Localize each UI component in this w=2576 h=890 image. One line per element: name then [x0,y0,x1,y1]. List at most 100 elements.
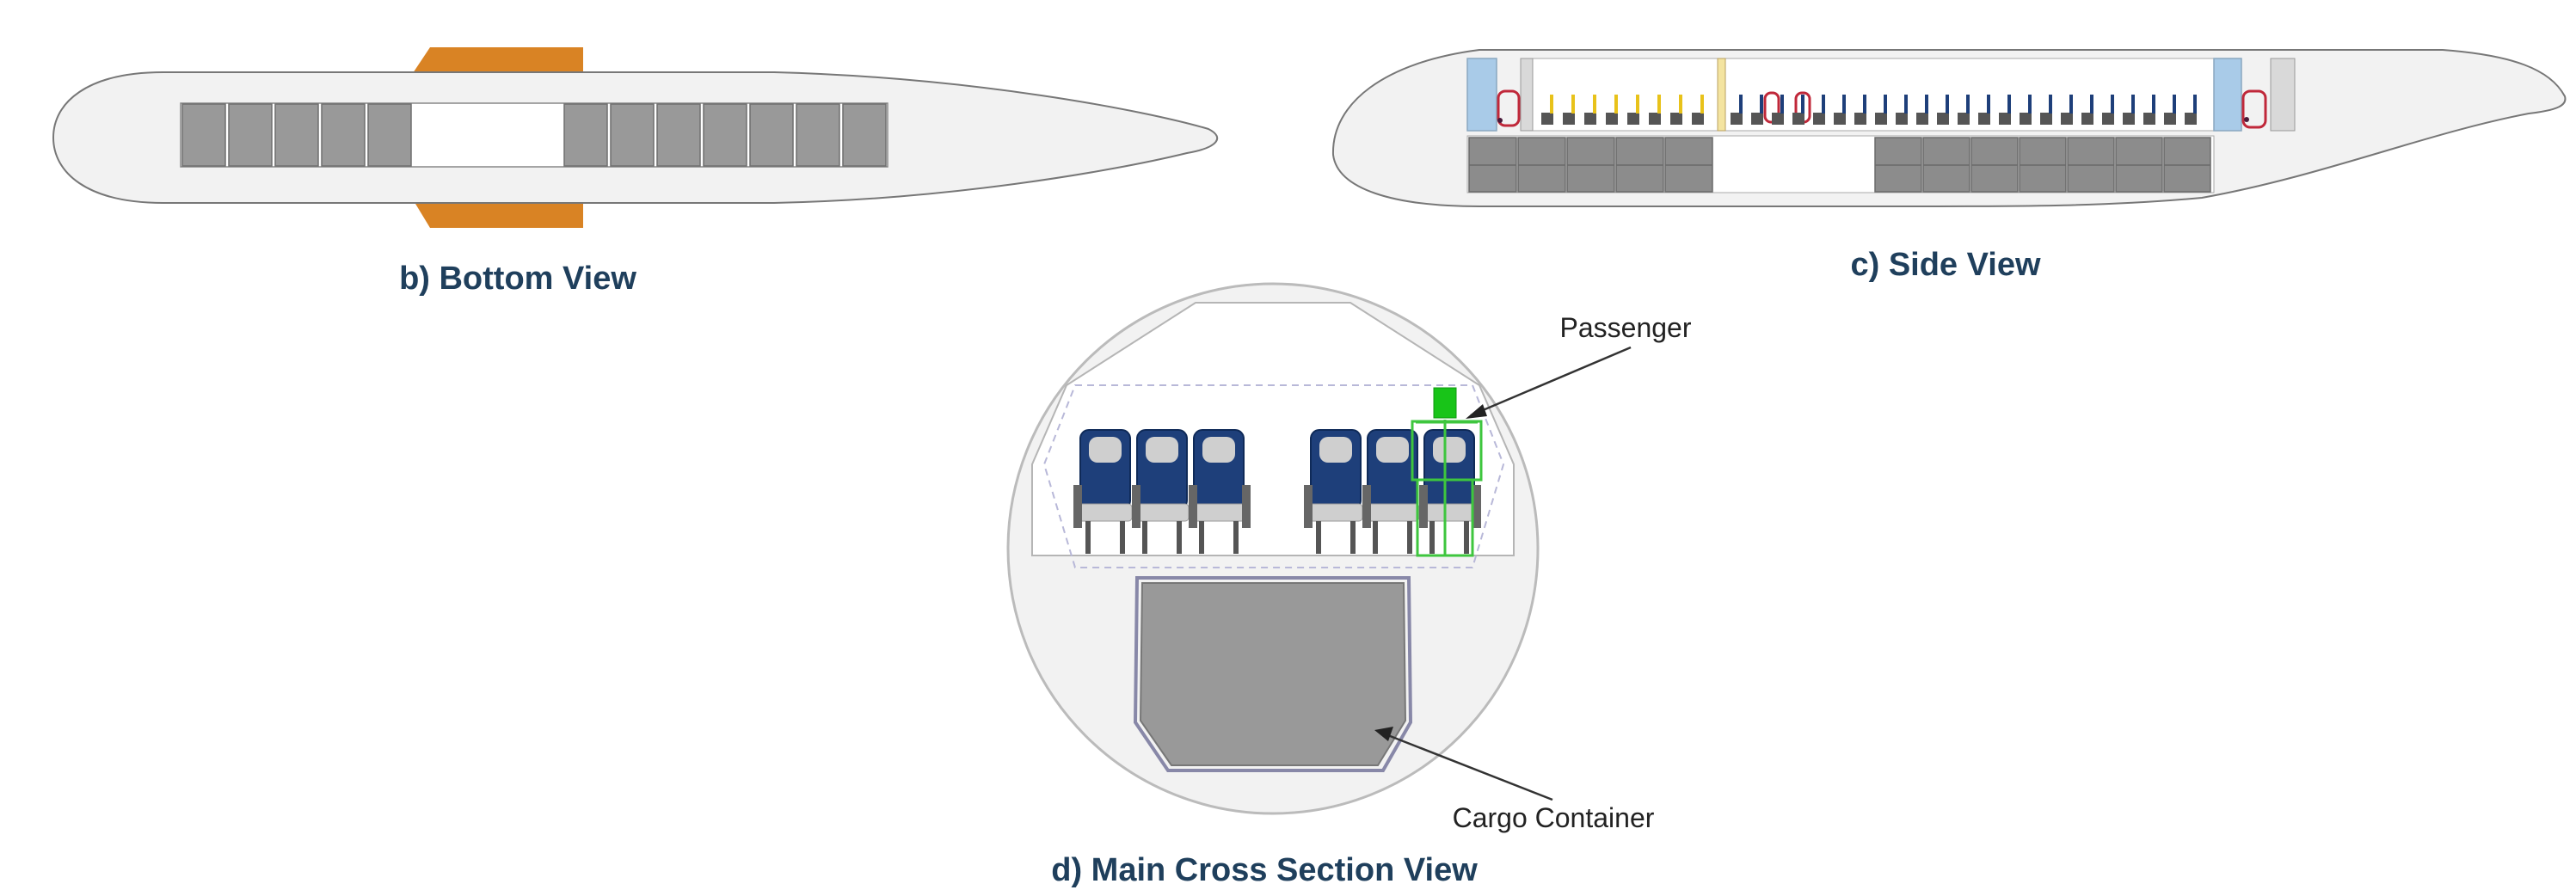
side-seat-back [1571,95,1575,114]
side-seat-back [1904,95,1908,114]
side-seat-group [1541,95,2197,125]
side-seat-cushion [1834,113,1846,125]
cross-seat-armrest [1472,485,1481,528]
cross-seat-leg [1373,521,1378,554]
side-front-galley [1520,58,1534,132]
caption-side-view: c) Side View [1850,247,2041,283]
side-seat-back [1780,95,1784,114]
side-seat-cushion [2185,113,2197,125]
side-rear-lavatory-dot [2244,117,2249,122]
cross-seat-cushion [1134,503,1190,522]
side-seat-back [1614,95,1618,114]
cross-seat-leg [1350,521,1356,554]
side-view: c) Side View [1331,49,2567,283]
caption-cross-section: d) Main Cross Section View [1051,852,1478,888]
side-seat-cushion [1731,113,1743,125]
bottom-wing-upper [413,47,583,73]
cross-seat-cushion [1422,503,1477,522]
side-seat-back [2069,95,2073,114]
cargo-leader-line [1380,731,1553,801]
side-cabin-interior [1527,58,2216,132]
side-seat-back [1966,95,1970,114]
side-rear-door [2213,58,2242,132]
side-seat-cushion [1813,113,1825,125]
side-seat-back [2152,95,2155,114]
side-seat-cushion [1751,113,1763,125]
side-seat-back [1863,95,1866,114]
side-seat-back [1679,95,1682,114]
side-seat-cushion [1606,113,1618,125]
cargo-arrowhead [1374,727,1393,741]
side-seat-cushion [1896,113,1908,125]
cross-seat-leg [1429,521,1435,554]
side-seat-cushion [1999,113,2011,125]
side-seat-cushion [1563,113,1575,125]
cross-seat-headrest [1202,437,1235,463]
cargo-container [1139,582,1407,766]
cross-seat-armrest [1304,485,1313,528]
cross-seat-leg [1120,521,1125,554]
side-seat-cushion [1692,113,1704,125]
cross-section-view: Passenger Cargo Container d) Main Cross … [1006,282,1692,888]
bottom-view: b) Bottom View [52,47,1219,297]
passenger-leader-line [1470,346,1632,417]
bottom-cargo-container [749,103,794,167]
side-seat-back [2193,95,2197,114]
side-seat-cushion [1627,113,1639,125]
cabin-envelope-dashed [1042,384,1505,568]
side-seat-cushion [2102,113,2114,125]
side-seat-back [2131,95,2135,114]
cross-seat-cushion [1365,503,1420,522]
side-rear-lavatory [2241,89,2267,129]
cargo-container-outline [1133,576,1413,772]
passenger-head-marker [1433,387,1457,419]
bottom-cargo-container [274,103,319,167]
cross-seat-armrest [1242,485,1251,528]
cross-seat-leg [1316,521,1321,554]
bottom-cargo-container [181,103,226,167]
side-cargo-group [1468,137,2211,193]
side-seat-cushion [2143,113,2155,125]
side-class-divider [1717,58,1726,132]
cross-seat-leg [1142,521,1147,554]
cross-seat-armrest [1362,485,1371,528]
side-seat-back [1822,95,1825,114]
side-seat-back [2090,95,2093,114]
side-seat-back [1593,95,1596,114]
side-seat-back [2028,95,2032,114]
bottom-cargo-container [321,103,366,167]
cross-seat-leg [1464,521,1469,554]
cross-section-seat-group [1073,429,1481,554]
cross-seat-cushion [1308,503,1363,522]
side-seat-back [1760,95,1763,114]
side-seat-cushion [2164,113,2176,125]
side-front-lavatory-dot [1497,118,1503,123]
side-seat-cushion [1958,113,1970,125]
caption-bottom-view: b) Bottom View [399,261,636,297]
side-seat-back [1925,95,1928,114]
side-seat-cushion [1854,113,1866,125]
bottom-cargo-container [796,103,840,167]
cross-seat-headrest [1319,437,1352,463]
side-seat-back [1842,95,1846,114]
side-seat-back [1801,95,1804,114]
side-seat-back [1884,95,1887,114]
cargo-container-label: Cargo Container [1453,802,1655,833]
side-seat-cushion [1584,113,1596,125]
cross-seat-headrest [1146,437,1178,463]
cross-seat-leg [1177,521,1182,554]
side-rear-galley [2270,58,2296,132]
side-seat-cushion [1875,113,1887,125]
bottom-cargo-container [703,103,747,167]
side-seat-cushion [2061,113,2073,125]
side-seat-back [2049,95,2052,114]
side-seat-cushion [1916,113,1928,125]
side-seat-cushion [1792,113,1804,125]
side-seat-cushion [1772,113,1784,125]
cross-seat-leg [1407,521,1412,554]
side-seat-cushion [2123,113,2135,125]
bottom-cargo-container [228,103,273,167]
side-seat-cushion [2040,113,2052,125]
bottom-cargo-fwd-group [181,103,412,167]
